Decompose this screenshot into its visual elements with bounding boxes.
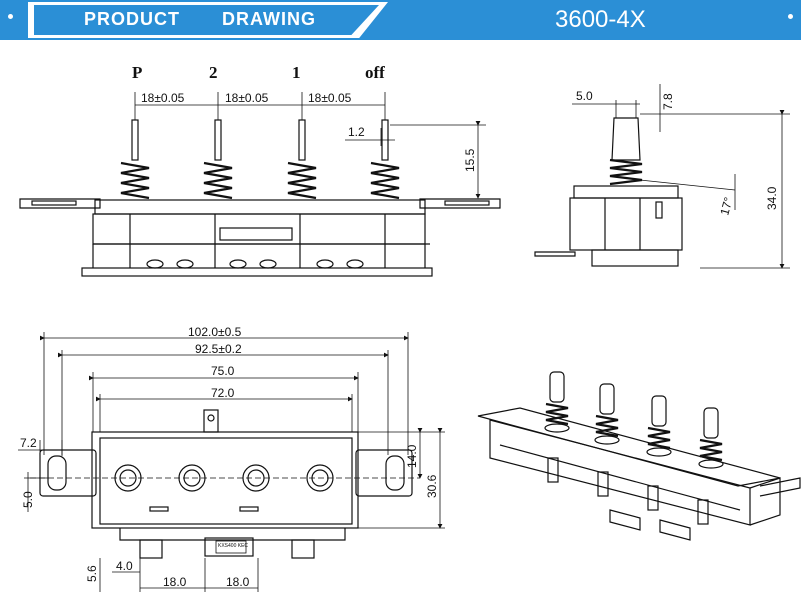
position-label-1: 1 [292,63,301,82]
terminal-width-dim: 4.0 [116,559,133,573]
terminal-offset-dim: 5.6 [85,565,99,582]
pitch-dim-2: 18±0.05 [225,91,269,105]
terminal-pitch-a-dim: 18.0 [163,575,187,589]
body-width-dim: 75.0 [211,364,235,378]
model-number: 3600-4X [555,6,646,33]
bottom-view: 102.0±0.5 92.5±0.2 75.0 72.0 [18,325,445,592]
pitch-dim-3: 18±0.05 [308,91,352,105]
position-label-off: off [365,63,385,82]
angle-dim: 17° [717,195,735,216]
iso-knob-1 [544,371,570,433]
position-label-p: P [132,63,142,82]
front-view: P 2 1 off 18±0.05 18±0.05 18±0.05 1.2 15… [19,63,501,277]
header-bar: PRODUCT DRAWING 3600-4X [0,0,801,40]
header-title-drawing: DRAWING [222,9,316,29]
pitch-dim-1: 18±0.05 [141,91,185,105]
body-height-dim: 30.6 [425,474,439,498]
overall-width-dim: 102.0±0.5 [188,325,242,339]
half-height-dim: 14.0 [405,444,419,468]
ear-height-dim: 5.0 [21,491,35,508]
isometric-view [477,371,801,541]
iso-knob-2 [594,383,620,445]
shaft-width-dim: 5.0 [576,89,593,103]
hole-pitch-dim: 92.5±0.2 [195,342,242,356]
sticker-label: KXS400 KEC [218,543,248,549]
ear-width-dim: 7.2 [20,436,37,450]
shaft-top-dim: 7.8 [661,93,675,110]
pin-height-dim: 15.5 [463,148,477,172]
title-banner-inner [34,5,379,35]
header-dot-left [8,14,13,19]
position-label-2: 2 [209,63,218,82]
terminal-pitch-b-dim: 18.0 [226,575,250,589]
iso-knob-3 [646,395,672,457]
inner-width-dim: 72.0 [211,386,235,400]
header-dot-right [788,14,793,19]
iso-knob-4 [698,407,724,469]
pin-offset-dim: 1.2 [348,125,365,139]
side-view: 5.0 7.8 34.0 17° [534,84,790,269]
header-title-product: PRODUCT [84,9,180,29]
total-height-dim: 34.0 [765,186,779,210]
